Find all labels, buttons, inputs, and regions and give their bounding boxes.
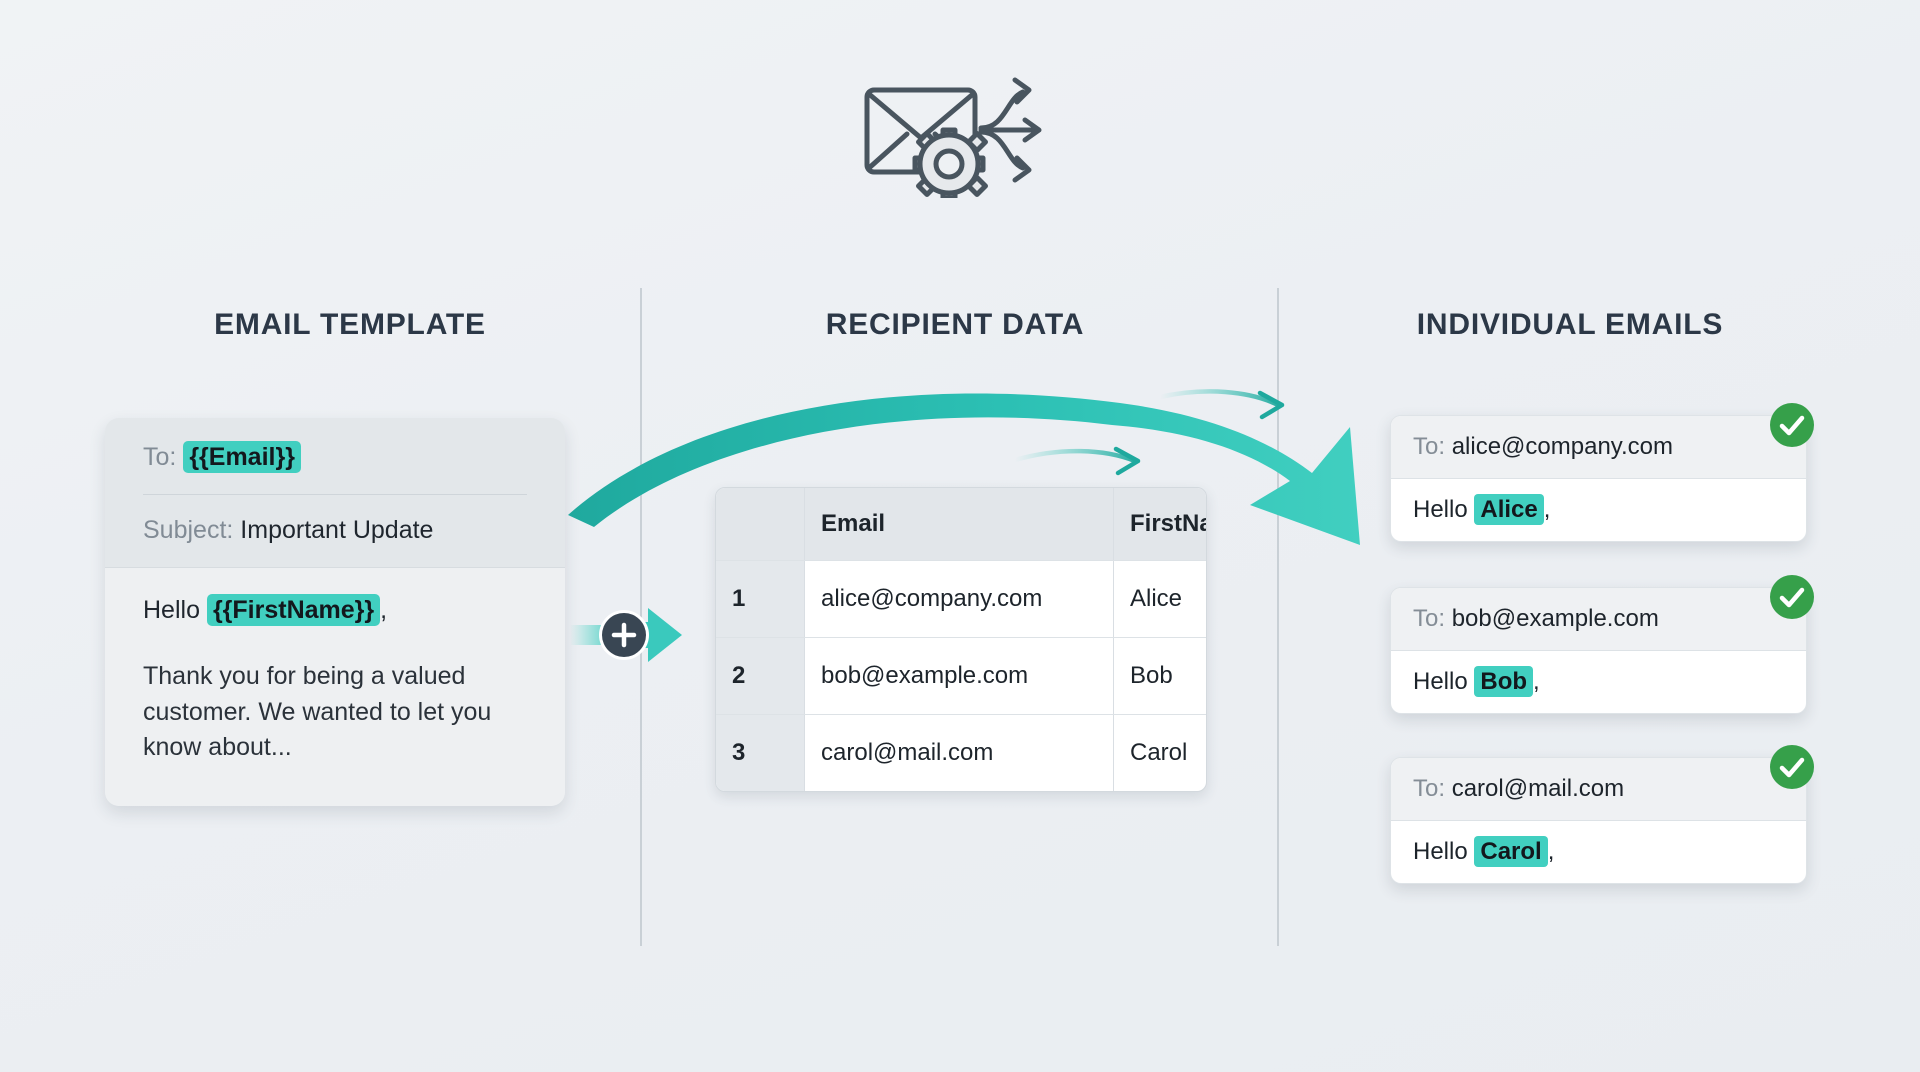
table-cell-index: 1: [716, 560, 805, 638]
email-name-token: Bob: [1474, 666, 1534, 697]
table-header-row: Email FirstName: [716, 488, 1206, 561]
template-greeting-row: Hello {{FirstName}},: [143, 594, 527, 626]
email-to-label: To:: [1413, 775, 1446, 802]
email-card-header: To: carol@mail.com: [1391, 758, 1806, 821]
email-template-card[interactable]: To: {{Email}} Subject: Important Update …: [105, 418, 565, 806]
template-subject-value: Important Update: [240, 516, 434, 544]
check-circle-icon: [1770, 745, 1814, 789]
table-cell-email[interactable]: bob@example.com: [804, 637, 1114, 715]
email-card-header: To: bob@example.com: [1391, 588, 1806, 651]
page-title-recipient-data: RECIPIENT DATA: [825, 308, 1085, 341]
template-divider: [143, 494, 527, 495]
email-greeting-prefix: Hello: [1413, 838, 1468, 865]
email-greeting-prefix: Hello: [1413, 668, 1468, 695]
table-row[interactable]: 1 alice@company.com Alice: [716, 560, 1206, 638]
table-cell-index: 3: [716, 714, 805, 791]
template-firstname-token[interactable]: {{FirstName}}: [206, 594, 381, 626]
table-header-email: Email: [804, 488, 1114, 561]
table-row[interactable]: 3 carol@mail.com Carol: [716, 714, 1206, 791]
table-header-firstname: FirstName: [1113, 488, 1206, 561]
table-header-index: [716, 488, 805, 561]
template-greeting-suffix: ,: [380, 596, 388, 624]
check-circle-icon: [1770, 403, 1814, 447]
individual-email-card[interactable]: To: bob@example.com Hello Bob,: [1390, 587, 1807, 714]
recipient-data-table[interactable]: Email FirstName 1 alice@company.com Alic…: [715, 487, 1207, 792]
table-cell-firstname[interactable]: Alice: [1113, 560, 1206, 638]
email-card-header: To: alice@company.com: [1391, 416, 1806, 479]
email-name-token: Carol: [1474, 836, 1548, 867]
page-title-email-template: EMAIL TEMPLATE: [214, 308, 486, 341]
email-card-body: Hello Carol,: [1391, 821, 1806, 883]
template-email-token[interactable]: {{Email}}: [183, 441, 301, 473]
template-to-row: To: {{Email}}: [143, 441, 527, 473]
template-card-body: Hello {{FirstName}}, Thank you for being…: [105, 567, 565, 806]
individual-email-card[interactable]: To: alice@company.com Hello Alice,: [1390, 415, 1807, 542]
table-cell-firstname[interactable]: Bob: [1113, 637, 1206, 715]
page-title-individual-emails: INDIVIDUAL EMAILS: [1416, 308, 1724, 341]
template-subject-row: Subject: Important Update: [143, 515, 527, 545]
template-to-label: To:: [143, 443, 177, 471]
email-to-value: bob@example.com: [1451, 605, 1659, 632]
table-cell-email[interactable]: alice@company.com: [804, 560, 1114, 638]
template-subject-label: Subject:: [143, 516, 234, 544]
email-to-label: To:: [1413, 605, 1446, 632]
table-cell-index: 2: [716, 637, 805, 715]
email-card-body: Hello Bob,: [1391, 651, 1806, 713]
template-card-header: To: {{Email}} Subject: Important Update: [105, 418, 565, 567]
column-divider-right: [1277, 288, 1279, 946]
email-to-value: alice@company.com: [1451, 433, 1674, 460]
template-greeting-prefix: Hello: [143, 596, 200, 624]
merge-node[interactable]: [570, 600, 700, 670]
email-greeting-suffix: ,: [1547, 838, 1555, 865]
template-body-paragraph: Thank you for being a valued customer. W…: [143, 662, 492, 761]
email-to-label: To:: [1413, 433, 1446, 460]
email-greeting-suffix: ,: [1543, 496, 1551, 523]
email-card-body: Hello Alice,: [1391, 479, 1806, 541]
table-row[interactable]: 2 bob@example.com Bob: [716, 637, 1206, 715]
email-to-value: carol@mail.com: [1451, 775, 1625, 802]
email-greeting-suffix: ,: [1533, 668, 1540, 695]
email-greeting-prefix: Hello: [1413, 496, 1468, 523]
check-circle-icon: [1770, 575, 1814, 619]
individual-email-card[interactable]: To: carol@mail.com Hello Carol,: [1390, 757, 1807, 884]
table-cell-email[interactable]: carol@mail.com: [804, 714, 1114, 791]
table-cell-firstname[interactable]: Carol: [1130, 739, 1188, 766]
email-name-token: Alice: [1474, 494, 1544, 525]
envelope-gear-arrows-icon: [855, 68, 1070, 201]
